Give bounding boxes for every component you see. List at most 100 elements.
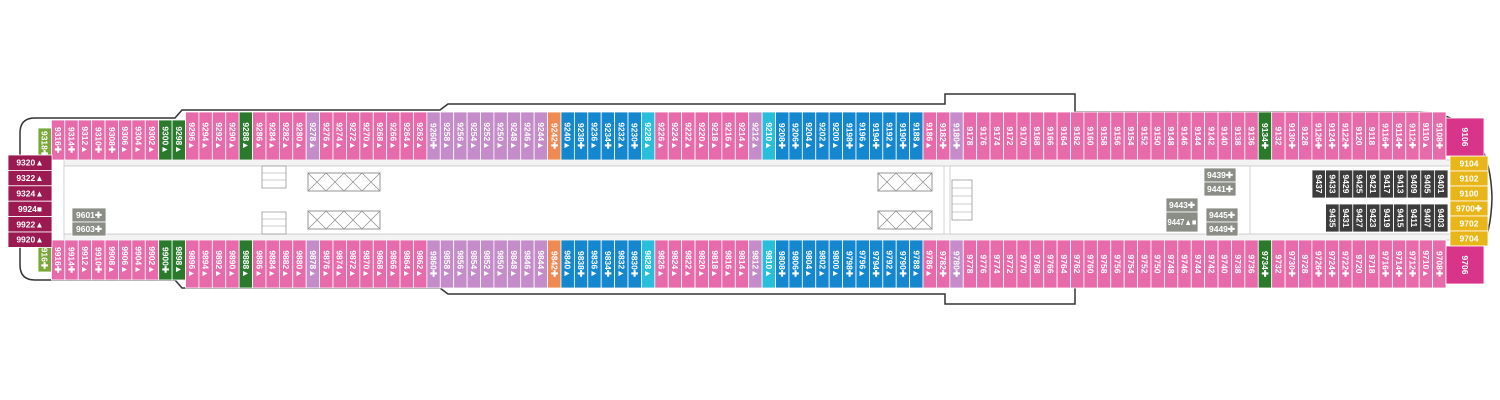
cabin[interactable]: 9262▲ <box>413 111 428 161</box>
cabin[interactable]: 9860✚ <box>426 239 441 289</box>
cabin[interactable]: 9148 <box>1164 111 1179 161</box>
cabin[interactable]: 9603✚ <box>71 221 107 237</box>
cabin[interactable]: 9236▲ <box>587 111 602 161</box>
cabin[interactable]: 9838✚ <box>573 239 589 289</box>
cabin[interactable]: 9290▲ <box>225 111 240 161</box>
cabin[interactable]: 9858▲ <box>439 239 455 289</box>
cabin[interactable]: 9746 <box>1177 239 1192 289</box>
cabin[interactable]: 9720 <box>1351 239 1366 289</box>
cabin[interactable]: 9449✚ <box>1205 221 1239 237</box>
cabin[interactable]: 9750 <box>1150 239 1165 289</box>
cabin[interactable]: 9824▲ <box>667 239 683 289</box>
cabin[interactable]: 9836▲ <box>587 239 602 289</box>
cabin[interactable]: 9182✚ <box>936 111 951 161</box>
cabin[interactable]: 9431 <box>1338 203 1354 233</box>
cabin-block[interactable] <box>1434 203 1449 233</box>
cabin[interactable]: 9892▲ <box>211 239 227 289</box>
cabin-block[interactable] <box>1434 169 1449 199</box>
cabin[interactable]: 9228▲ <box>641 111 656 161</box>
cabin[interactable]: 9764 <box>1056 239 1071 289</box>
cabin[interactable]: 9728 <box>1298 239 1313 289</box>
cabin[interactable]: 9820▲ <box>694 239 709 289</box>
cabin[interactable]: 9866▲ <box>386 239 401 289</box>
cabin[interactable]: 9174 <box>989 111 1004 161</box>
cabin[interactable]: 9792▲ <box>882 239 897 289</box>
cabin[interactable]: 9804▲ <box>801 239 817 289</box>
cabin[interactable]: 9794✚ <box>868 239 884 289</box>
cabin-block[interactable] <box>1445 117 1485 157</box>
cabin[interactable]: 9772 <box>1003 239 1018 289</box>
cabin[interactable]: 9864▲ <box>399 239 414 289</box>
cabin[interactable]: 9278▲ <box>305 111 321 161</box>
cabin[interactable]: 9186▲ <box>922 111 937 161</box>
cabin[interactable]: 9834✚ <box>600 239 616 289</box>
cabin[interactable]: 9856▲ <box>453 239 468 289</box>
cabin[interactable]: 9900✚ <box>158 239 173 281</box>
cabin[interactable]: 9762 <box>1070 239 1085 289</box>
cabin[interactable]: 9288▲ <box>238 111 253 161</box>
cabin[interactable]: 9208✚ <box>775 111 790 161</box>
cabin[interactable]: 9136 <box>1244 111 1259 161</box>
cabin[interactable]: 9413 <box>1393 169 1408 199</box>
cabin[interactable]: 9894▲ <box>198 239 213 289</box>
cabin[interactable]: 9738 <box>1231 239 1246 289</box>
cabin[interactable]: 9774 <box>989 239 1004 289</box>
cabin-block[interactable] <box>71 221 107 237</box>
cabin[interactable]: 9880▲ <box>292 239 307 289</box>
cabin[interactable]: 9160 <box>1083 111 1098 161</box>
cabin[interactable]: 9798✚ <box>842 239 857 289</box>
cabin[interactable]: 9222▲ <box>681 111 696 161</box>
cabin[interactable]: 9196▲ <box>855 111 870 161</box>
cabin[interactable]: 9912▲ <box>77 239 93 281</box>
cabin[interactable]: 9409 <box>1406 169 1422 199</box>
cabin[interactable]: 9320▲ <box>7 154 53 171</box>
cabin[interactable]: 9190✚ <box>895 111 911 161</box>
cabin[interactable]: 9806✚ <box>788 239 803 289</box>
cabin-block[interactable] <box>1165 211 1199 233</box>
cabin[interactable]: 9204▲ <box>801 111 817 161</box>
cabin[interactable]: 9172 <box>1003 111 1018 161</box>
cabin[interactable]: 9156 <box>1110 111 1125 161</box>
cabin[interactable]: 9419 <box>1379 203 1395 233</box>
cabin[interactable]: 9218▲ <box>708 111 723 161</box>
cabin[interactable]: 9304▲ <box>131 119 146 161</box>
cabin[interactable]: 9818▲ <box>708 239 723 289</box>
cabin[interactable]: 9700✚ <box>1449 200 1489 217</box>
cabin[interactable]: 9910✚ <box>91 239 106 281</box>
cabin[interactable]: 9176 <box>976 111 991 161</box>
cabin[interactable]: 9158 <box>1096 111 1112 161</box>
cabin[interactable]: 9405 <box>1420 169 1435 199</box>
cabin[interactable]: 9226▲ <box>654 111 669 161</box>
cabin[interactable]: 9124✚ <box>1324 111 1340 161</box>
cabin[interactable]: 9850▲ <box>493 239 508 289</box>
cabin[interactable]: 9316✚ <box>51 119 66 161</box>
cabin[interactable]: 9216▲ <box>721 111 736 161</box>
cabin[interactable]: 9734✚ <box>1257 239 1273 289</box>
cabin[interactable]: 9268▲ <box>372 111 388 161</box>
cabin[interactable]: 9848▲ <box>506 239 522 289</box>
cabin[interactable]: 9266▲ <box>386 111 401 161</box>
cabin[interactable]: 9704 <box>1449 230 1489 247</box>
cabin[interactable]: 9144 <box>1190 111 1206 161</box>
cabin[interactable]: 9742 <box>1204 239 1219 289</box>
cabin[interactable]: 9722✚ <box>1338 239 1353 289</box>
cabin[interactable]: 9846▲ <box>520 239 535 289</box>
cabin[interactable]: 9152 <box>1137 111 1152 161</box>
cabin-block[interactable] <box>1203 181 1237 197</box>
cabin[interactable]: 9802▲ <box>815 239 830 289</box>
cabin[interactable]: 9286▲ <box>252 111 267 161</box>
cabin[interactable]: 9884▲ <box>265 239 280 289</box>
cabin[interactable]: 9230✚ <box>627 111 642 161</box>
cabin[interactable]: 9786▲ <box>922 239 937 289</box>
cabin[interactable]: 9224▲ <box>667 111 683 161</box>
cabin-block[interactable] <box>1445 245 1485 285</box>
cabin[interactable]: 9130✚ <box>1284 111 1299 161</box>
cabin[interactable]: 9736 <box>1244 239 1259 289</box>
cabin[interactable]: 9407 <box>1420 203 1435 233</box>
cabin[interactable]: 9142 <box>1204 111 1219 161</box>
cabin-block[interactable] <box>1205 221 1239 237</box>
cabin[interactable]: 9726✚ <box>1311 239 1326 289</box>
cabin[interactable]: 9104 <box>1449 155 1489 172</box>
cabin[interactable]: 9776 <box>976 239 991 289</box>
cabin[interactable]: 9445✚ <box>1205 207 1239 223</box>
